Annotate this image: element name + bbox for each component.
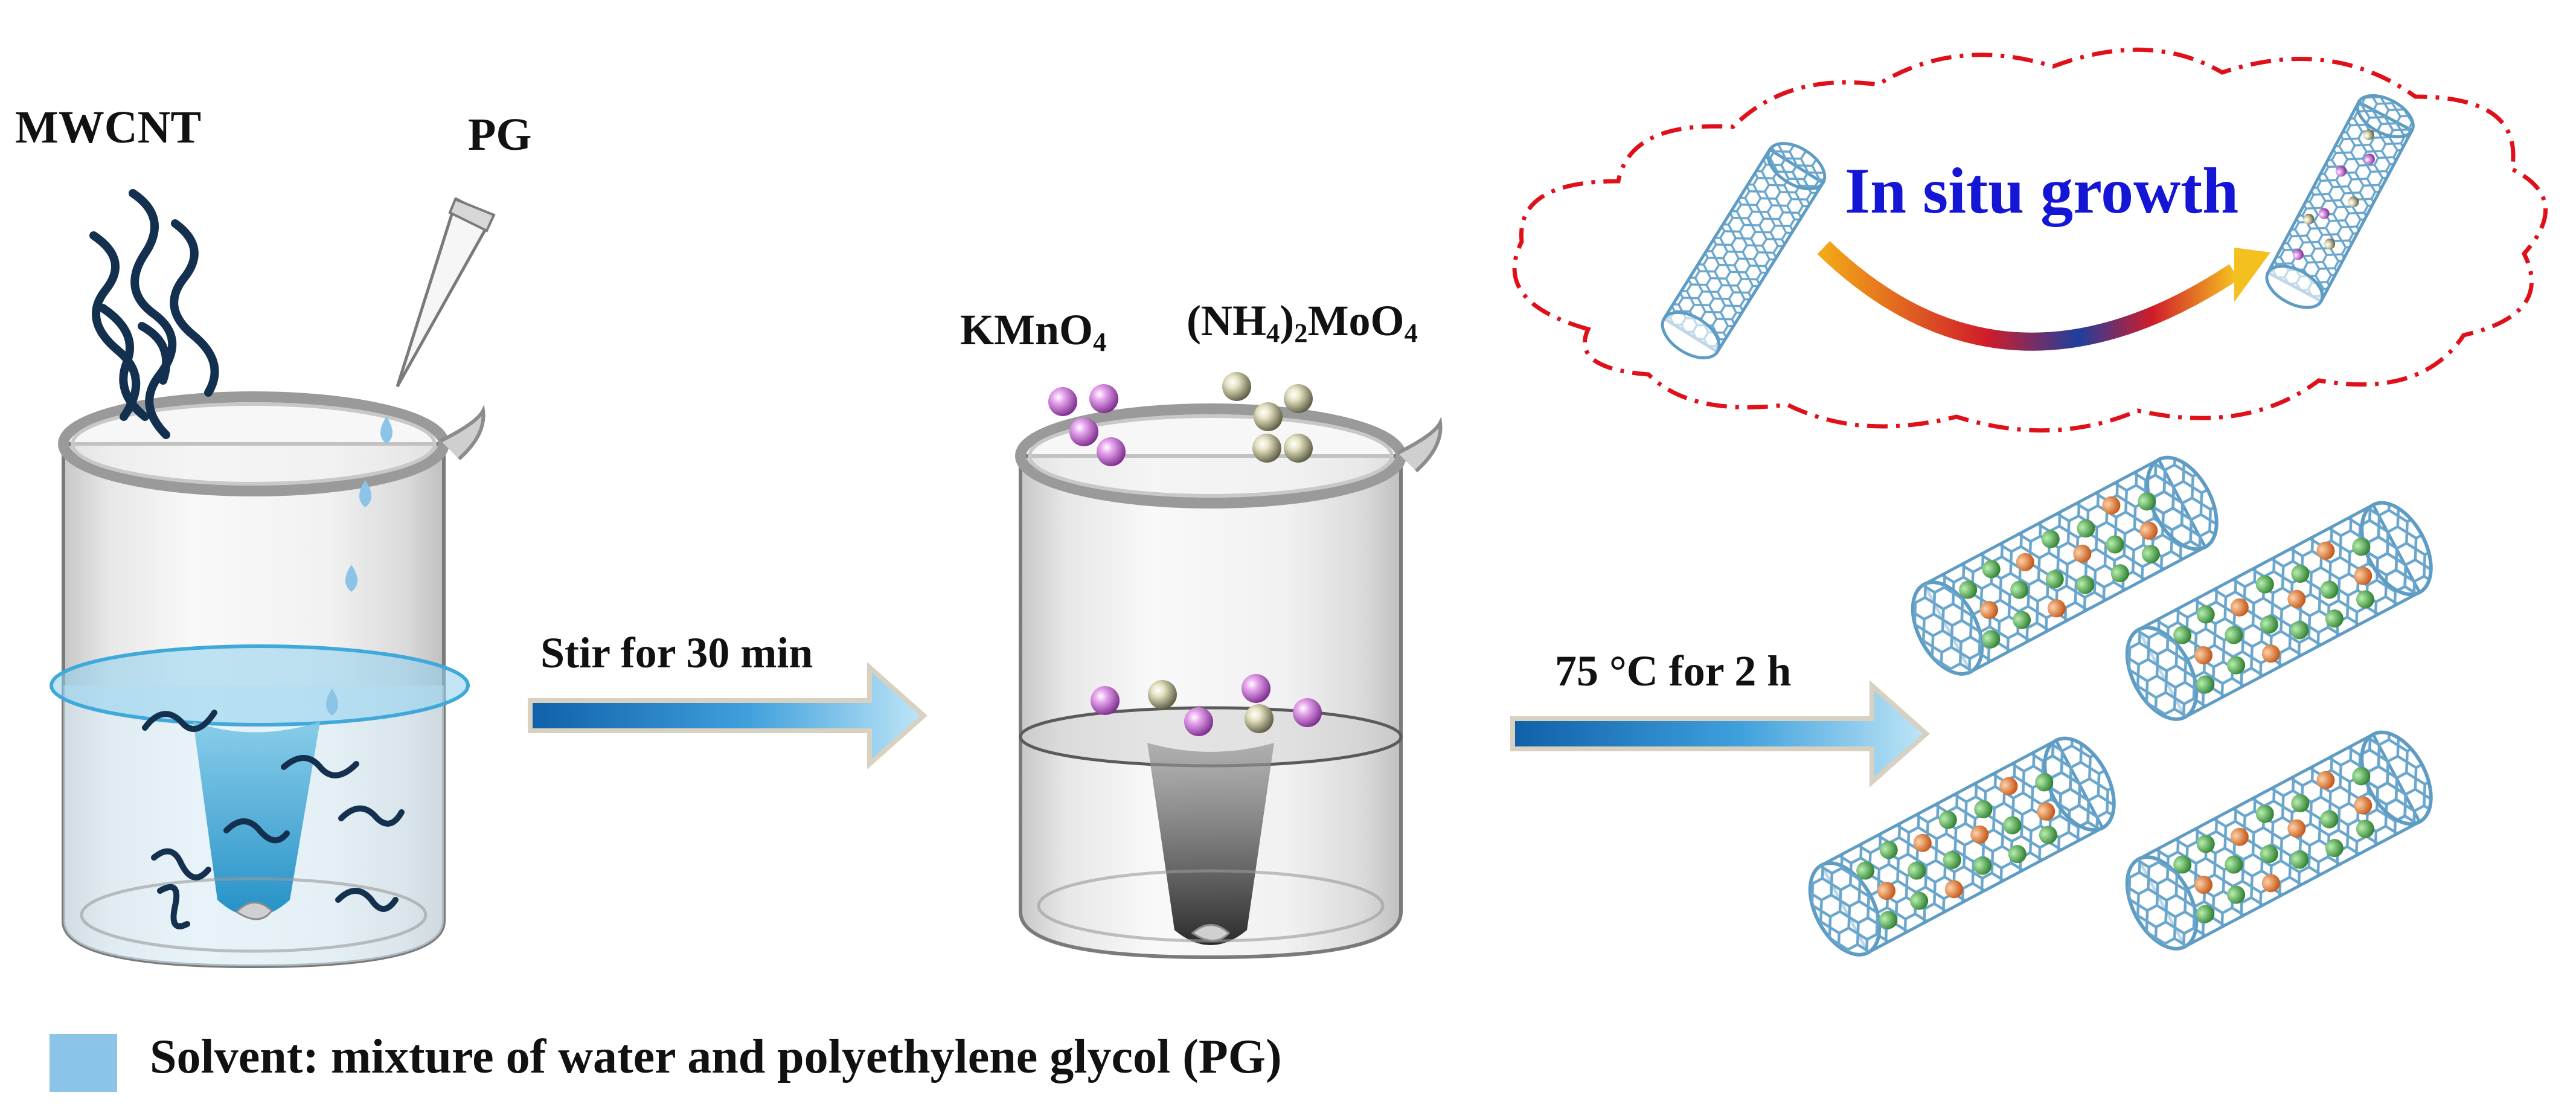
- step-2-label: 75 °C for 2 h: [1555, 647, 1792, 695]
- solvent-legend-text: Solvent: mixture of water and polyethyle…: [150, 1030, 1282, 1083]
- mwcnt-fibers: [89, 189, 219, 439]
- step-1-label: Stir for 30 min: [540, 629, 813, 677]
- solvent-legend-swatch: [50, 1034, 117, 1092]
- molybdate-sub3: 4: [1404, 318, 1418, 348]
- kmno4-particles: [1048, 384, 1126, 466]
- arrow-heat: [1510, 680, 1930, 788]
- nanotube-3: [1796, 727, 2128, 966]
- in-situ-growth-cloud: [1512, 47, 2548, 433]
- molybdate-sub2: 2: [1294, 318, 1308, 348]
- kmno4-sub: 4: [1093, 327, 1107, 358]
- dissolved-particles: [1091, 674, 1322, 736]
- molybdate-sub1: 4: [1266, 318, 1280, 348]
- kmno4-label: KMnO4: [960, 305, 1106, 358]
- mwcnt-label: MWCNT: [15, 102, 202, 153]
- mwcnt-in-solvent: [142, 710, 405, 929]
- nanotube-4: [2113, 720, 2445, 960]
- molybdate-part3: MoO: [1307, 297, 1405, 345]
- molybdate-label: (NH4)2MoO4: [1187, 296, 1418, 348]
- beaker-1: [50, 189, 496, 969]
- beaker-2: [1015, 372, 1443, 960]
- in-situ-growth-label: In situ growth: [1845, 155, 2239, 227]
- arrow-stir: [528, 662, 928, 769]
- molybdate-particles: [1222, 372, 1313, 463]
- molybdate-part1: (NH: [1187, 297, 1266, 345]
- pg-pipette: [326, 197, 496, 716]
- kmno4-main: KMnO: [960, 306, 1094, 354]
- molybdate-part2: ): [1280, 297, 1295, 345]
- pg-label: PG: [468, 109, 532, 160]
